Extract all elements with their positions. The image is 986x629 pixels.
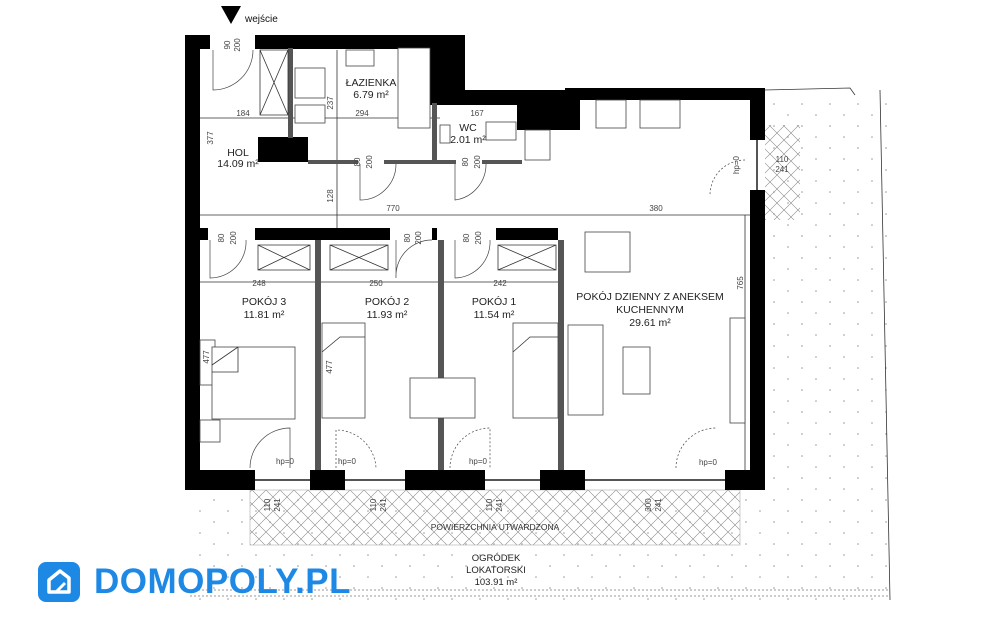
dim-door-bath-200: 200 [365, 155, 374, 169]
brand-name: DOMOPOLY.PL [94, 562, 352, 601]
room-living-name-2: KUCHENNYM [616, 304, 684, 316]
dimension-labels: 90 200 184 294 167 237 377 128 770 380 7… [202, 38, 789, 512]
paved-label: POWIERZCHNIA UTWARDZONA [431, 522, 560, 532]
garden-label-2: LOKATORSKI [466, 565, 526, 576]
dim-door-bath-80: 80 [353, 157, 362, 166]
win-w-5: 110 [776, 155, 789, 164]
hp-label-4: hp=0 [699, 458, 718, 467]
room-pokoj3-area: 11.81 m² [244, 309, 285, 321]
room-wc-name: WC [459, 122, 477, 134]
dim-248: 248 [252, 279, 266, 288]
win-w-2: 110 [369, 498, 378, 511]
dim-380: 380 [649, 204, 663, 213]
dim-477-b: 477 [325, 360, 334, 374]
win-w-1: 110 [263, 498, 272, 511]
dim-door-p2-80: 80 [403, 233, 412, 242]
win-h-3: 241 [495, 498, 504, 512]
dim-237: 237 [326, 96, 335, 110]
dim-door-p2-200: 200 [414, 231, 423, 245]
dim-entry-h: 200 [233, 38, 242, 52]
room-pokoj1-name: POKÓJ 1 [472, 295, 517, 308]
hp-label-1: hp=0 [276, 457, 295, 466]
room-pokoj2-name: POKÓJ 2 [365, 295, 410, 308]
room-hol-name: HOL [227, 147, 249, 159]
room-living-area: 29.61 m² [629, 317, 671, 329]
room-pokoj3-name: POKÓJ 3 [242, 295, 287, 308]
win-h-2: 241 [379, 498, 388, 512]
windows [255, 140, 758, 481]
paved-surface [249, 489, 741, 546]
dim-765: 765 [736, 276, 745, 290]
garden-label-1: OGRÓDEK [472, 553, 521, 564]
interior-partitions [200, 48, 564, 470]
dim-door-p1-200: 200 [474, 231, 483, 245]
win-w-3: 110 [485, 498, 494, 511]
room-hol-area: 14.09 m² [217, 158, 259, 170]
dim-door-wc-80: 80 [461, 157, 470, 166]
dim-door-p1-80: 80 [462, 233, 471, 242]
dim-477-a: 477 [202, 350, 211, 364]
room-lazienka-area: 6.79 m² [353, 89, 389, 101]
dim-377: 377 [206, 131, 215, 145]
dim-door-p3-200: 200 [229, 231, 238, 245]
house-logo-icon [38, 562, 80, 602]
room-pokoj1-area: 11.54 m² [474, 309, 515, 321]
dim-167: 167 [470, 109, 484, 118]
garden-area: 103.91 m² [475, 577, 518, 588]
dim-entry-w: 90 [223, 40, 232, 49]
room-wc-area: 2.01 m² [450, 134, 486, 146]
brand-logo: DOMOPOLY.PL [38, 562, 351, 602]
exterior-walls [185, 35, 765, 490]
dim-770: 770 [386, 204, 400, 213]
dim-250: 250 [369, 279, 383, 288]
win-h-1: 241 [273, 498, 282, 512]
hp-label-5: hp=0 [732, 155, 741, 174]
furniture [199, 47, 746, 443]
win-h-5: 241 [775, 165, 789, 174]
room-lazienka-name: ŁAZIENKA [346, 77, 397, 89]
dim-door-p3-80: 80 [217, 233, 226, 242]
dim-294: 294 [355, 109, 369, 118]
dim-242: 242 [493, 279, 507, 288]
dim-128: 128 [326, 189, 335, 203]
hp-label-2: hp=0 [338, 457, 357, 466]
entrance-arrow-icon [221, 6, 241, 24]
win-h-4: 241 [654, 498, 663, 512]
room-living-name-1: POKÓJ DZIENNY Z ANEKSEM [576, 290, 723, 303]
win-w-4: 300 [644, 498, 653, 512]
room-pokoj2-area: 11.93 m² [367, 309, 408, 321]
doors [209, 49, 746, 469]
hp-label-3: hp=0 [469, 457, 488, 466]
dim-184: 184 [236, 109, 250, 118]
entrance-label: wejście [244, 14, 278, 25]
dim-door-wc-200: 200 [473, 155, 482, 169]
